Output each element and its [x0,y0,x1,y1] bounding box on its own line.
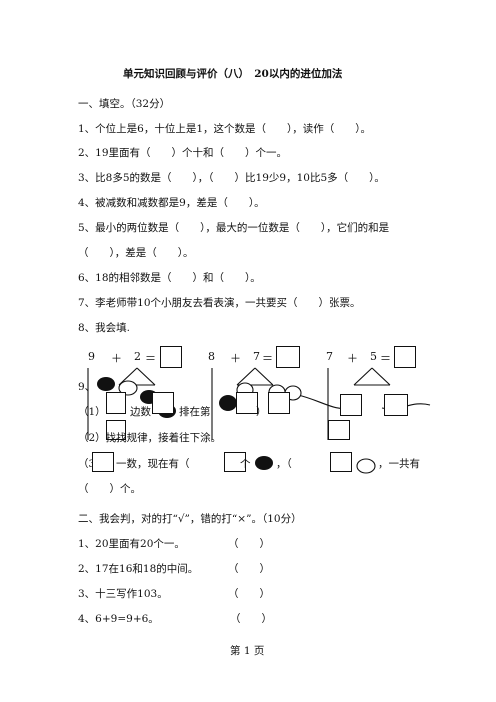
question-6: 6、18的相邻数是（ ）和（ ）。 [78,272,261,284]
split-box[interactable] [340,394,362,416]
question-3: 3、比8多5的数是（ ），（ ）比19少9，10比5多（ ）。 [78,172,385,184]
question-5-line2: （ ），差是（ ）。 [78,247,194,259]
answer-box[interactable] [330,452,352,472]
judge-item-4: 4、6+9=9+6。 [78,613,159,625]
question-4: 4、被减数和减数都是9，差是（ ）。 [78,197,265,209]
split-tree-3 [353,367,391,386]
page-title: 单元知识回顾与评价（八） 20以内的进位加法 [123,68,343,80]
answer-box[interactable] [106,420,126,440]
judge-item-3: 3、十三写作103。 [78,588,168,600]
question-1: 1、个位上是6，十位上是1，这个数是（ ），读作（ ）。 [78,123,372,135]
eq3-a: 7 [326,350,333,363]
section2-heading: 二、我会判，对的打“√”，错的打“×”。（10分） [78,513,302,525]
split-box[interactable] [236,392,258,414]
question-9-3-text5: （ ）个。 [78,483,141,495]
split-box[interactable] [152,392,174,414]
eq1-eq: ＝ [145,352,156,365]
answer-box-eq1[interactable] [160,346,182,368]
question-9-1-close: ） [256,406,267,418]
question-9-3-label: （3 [78,458,96,470]
eq3-eq: ＝ [380,352,391,365]
eq2-eq: ＝ [262,352,273,365]
judge-mark-1[interactable]: （ ） [228,538,270,550]
question-7: 7、李老师带10个小朋友去看表演，一共要买（ ）张票。 [78,297,361,309]
eq3-b: 5 [370,350,377,363]
question-9-3-text4: ，一共有 [378,458,420,470]
question-9-3-text3: ，（ [276,458,292,470]
eq3-op: ＋ [347,352,358,365]
question-9-1-text: 边数 [130,406,151,418]
question-9-3-text2: 个 [240,458,251,470]
eq1-op: ＋ [111,352,122,365]
judge-item-2: 2、17在16和18的中间。 [78,563,199,575]
white-circle [356,458,376,474]
black-circle [255,456,273,470]
question-8: 8、我会填. [78,322,131,334]
answer-box[interactable] [328,420,350,440]
question-9-1-label: （1） [78,406,106,418]
white-circle [118,380,138,396]
answer-box[interactable] [92,452,114,472]
section1-heading: 一、填空。（32分） [78,98,171,110]
eq1-b: 2 [134,350,141,363]
eq2-b: 7 [253,350,260,363]
eq2-op: ＋ [230,352,241,365]
page-footer: 第 1 页 [230,645,265,657]
question-9-1-rank: 排在第 [179,406,211,418]
question-9-2: （2）找找规律，接着往下涂。 [78,432,222,444]
black-circle [97,377,115,391]
answer-box[interactable] [224,452,246,472]
question-9: 9、 [78,381,96,393]
judge-mark-4[interactable]: （ ） [230,613,272,625]
split-box[interactable] [268,392,290,414]
split-box[interactable] [384,394,408,416]
eq1-a: 9 [88,350,95,363]
judge-mark-3[interactable]: （ ） [228,588,270,600]
split-tree-2 [236,367,274,386]
judge-mark-2[interactable]: （ ） [228,563,270,575]
question-9-3-text1: 一数，现在有（ [116,458,190,470]
split-box[interactable] [106,392,126,414]
answer-box-eq2[interactable] [276,346,300,368]
black-circle [219,395,237,411]
eq2-a: 8 [208,350,215,363]
judge-item-1: 1、20里面有20个一。 [78,538,185,550]
question-5-line1: 5、最小的两位数是（ ），最大的一位数是（ ），它们的和是 [78,222,390,234]
answer-box-eq3[interactable] [394,346,416,368]
question-2: 2、19里面有（ ）个十和（ ）个一。 [78,147,288,159]
